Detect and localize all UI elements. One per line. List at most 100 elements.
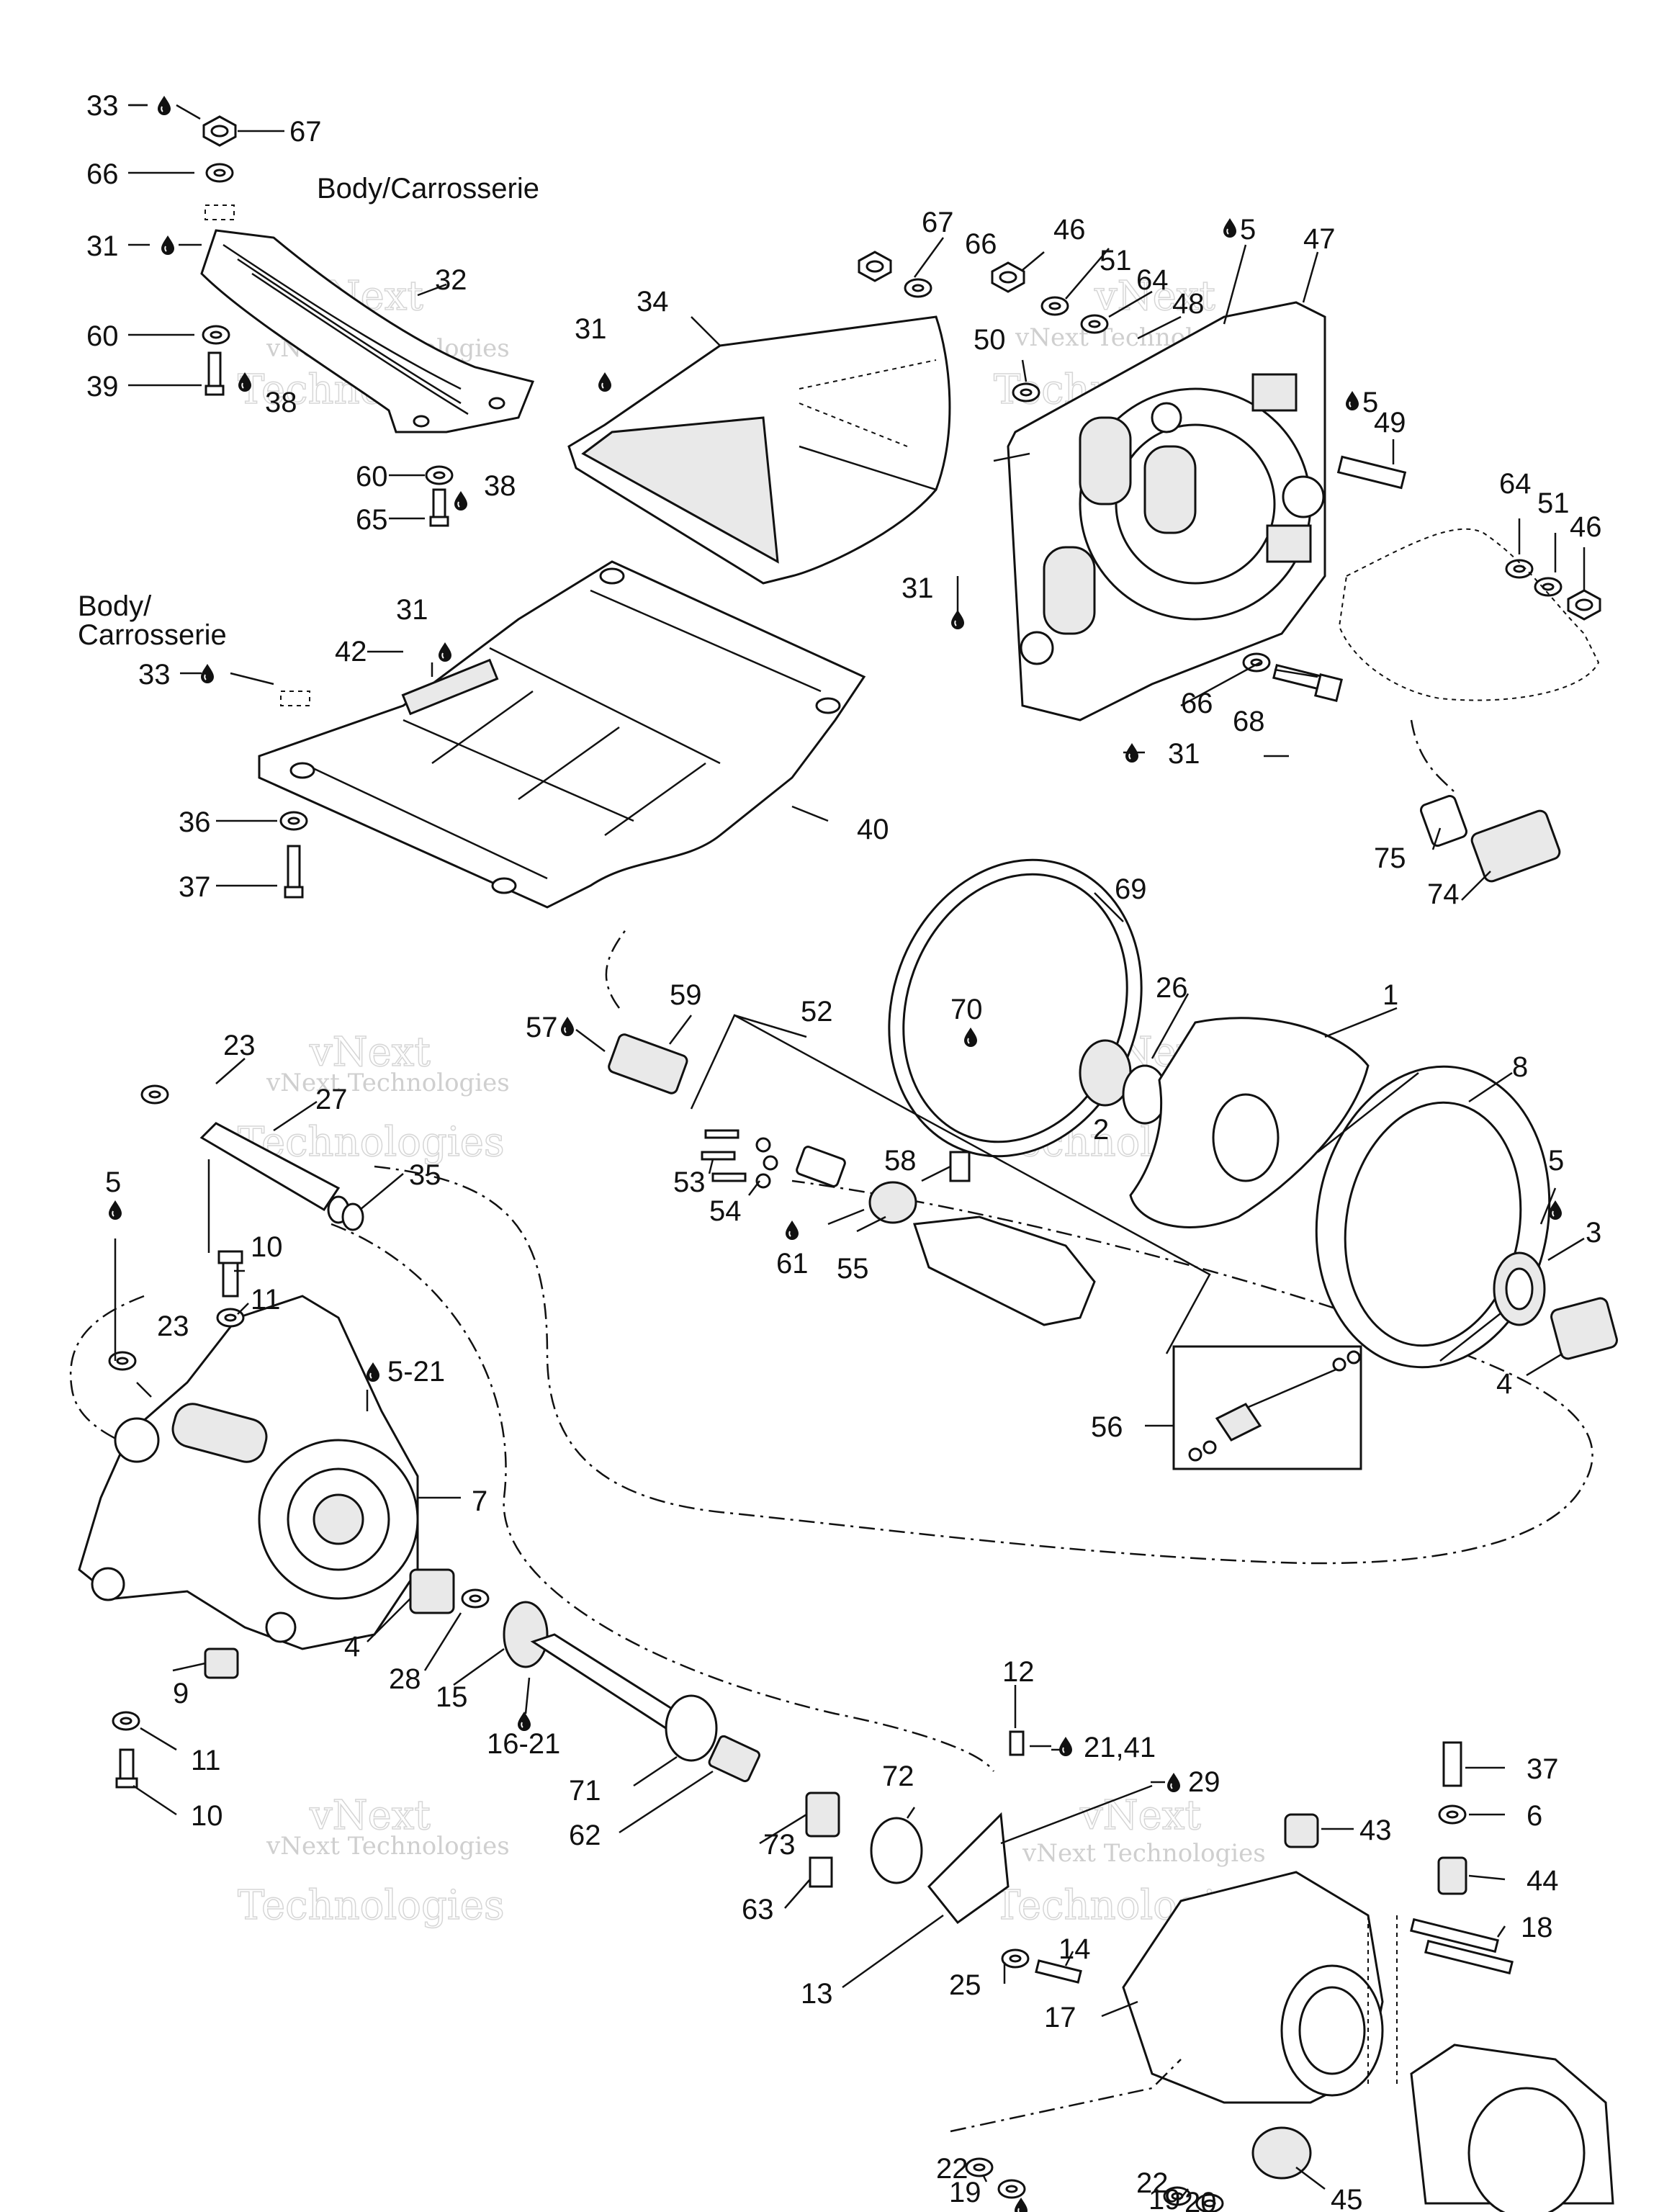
part-number-label: 31	[396, 594, 428, 626]
part-62	[708, 1735, 761, 1783]
assembly-path	[331, 1223, 995, 1772]
part-number-label: 53	[673, 1166, 706, 1198]
part-number-label: 70	[950, 994, 983, 1025]
sleeve-74	[1470, 809, 1561, 883]
orings-35	[327, 1195, 364, 1231]
part-number-label: 74	[1427, 878, 1460, 910]
part-number-label: 66	[1181, 688, 1213, 719]
part-number-label: 50	[974, 324, 1006, 356]
part-number-label: 48	[1172, 288, 1205, 320]
part-number-label: 5	[1548, 1145, 1564, 1177]
pins-18	[1410, 1917, 1514, 1975]
part-number-label: 25	[949, 1969, 981, 2001]
part-number-label: 11	[191, 1745, 221, 1776]
housing-part-47	[993, 301, 1326, 721]
watermark-text: vNext Technologies	[266, 1832, 510, 1861]
assembly-path	[1367, 1915, 1398, 2088]
part-number-label: 46	[1570, 511, 1602, 543]
washer-22	[965, 2157, 994, 2177]
part-number-label: 17	[1044, 2002, 1076, 2033]
part-number-label: 19	[1148, 2184, 1181, 2212]
cover-part-34	[567, 315, 951, 585]
wear-ring-8	[1315, 1065, 1551, 1369]
kit-box-56	[1172, 1345, 1362, 1470]
part-number-label: 60	[86, 320, 119, 352]
body-label: Body/Carrosserie	[317, 173, 539, 204]
assembly-path	[950, 2059, 1182, 2133]
washer-6	[1438, 1804, 1467, 1825]
part-number-label: 31	[86, 230, 119, 262]
hull-outline	[1338, 528, 1600, 701]
part-number-label: 19	[949, 2177, 981, 2208]
seals-54	[755, 1137, 778, 1189]
oil-drop-icon	[950, 609, 965, 630]
seal-15	[503, 1601, 549, 1668]
oring-72	[870, 1817, 923, 1884]
washer-66	[904, 278, 932, 298]
part-number-label: 71	[569, 1775, 601, 1807]
part-number-label: 2	[1093, 1114, 1109, 1146]
part-73	[805, 1791, 840, 1838]
oil-drop-icon	[1166, 1772, 1181, 1793]
part-number-label: 67	[922, 207, 954, 238]
part-number-label: 45	[1331, 2184, 1363, 2212]
pump-support-7	[78, 1295, 419, 1650]
oil-drop-icon	[560, 1016, 575, 1037]
part-number-label: 34	[637, 286, 669, 318]
cap-45	[1251, 2126, 1312, 2180]
part-number-label: 58	[884, 1145, 917, 1177]
body-label: Body/	[78, 590, 152, 622]
nut-46	[1567, 589, 1601, 621]
fitting-75	[1420, 795, 1467, 847]
part-number-label: 36	[179, 806, 211, 838]
part-number-label: 69	[1115, 873, 1147, 905]
part-number-label: 59	[670, 979, 702, 1011]
connector-59	[608, 1033, 688, 1094]
part-number-label: 5	[1240, 214, 1256, 246]
stud-49	[1336, 455, 1407, 490]
part-number-label: 31	[902, 572, 934, 604]
watermark-text: vNext	[1079, 1792, 1201, 1839]
part-number-label: 13	[801, 1978, 833, 2010]
washer-60	[425, 465, 454, 485]
washer-64	[1080, 314, 1109, 334]
part-number-label: 39	[86, 371, 119, 403]
plate-part-40	[258, 560, 866, 909]
part-number-label: 14	[1058, 1933, 1091, 1965]
part-number-label: 38	[484, 470, 516, 502]
screw-37b	[1442, 1741, 1462, 1787]
part-number-label: 72	[882, 1761, 914, 1792]
part-number-label: 65	[356, 504, 388, 536]
oil-drop-icon	[454, 490, 468, 511]
pins-53	[701, 1129, 747, 1182]
spacer-44	[1437, 1856, 1467, 1895]
part-number-label: 49	[1374, 407, 1406, 439]
sensor-body	[912, 1215, 1096, 1326]
shaft-71	[530, 1633, 718, 1762]
part-labels: Body/Carrosserie Body/ Carrosserie 33 67…	[78, 90, 1602, 2212]
set-screw-12	[1009, 1730, 1025, 1756]
part-number-label: 47	[1303, 223, 1336, 255]
watermark-text: vNext	[309, 1029, 431, 1076]
spring-63	[809, 1856, 833, 1888]
washer-23	[108, 1351, 137, 1371]
part-number-label: 15	[436, 1681, 468, 1713]
part-number-label: 40	[857, 814, 889, 845]
watermark-text: vNext Technologies	[1022, 1839, 1266, 1868]
oil-drop-icon	[200, 663, 215, 684]
part-number-label: 11	[251, 1284, 281, 1316]
oil-drop-icon	[1125, 742, 1139, 763]
bracket-part-32	[200, 229, 535, 433]
part-number-label: 60	[356, 461, 388, 493]
plug-43	[1284, 1813, 1319, 1848]
bracket-line	[690, 1014, 1211, 1354]
screw-14	[1035, 1959, 1082, 1984]
part-number-label: 18	[1521, 1912, 1553, 1943]
washer-23	[140, 1084, 169, 1105]
part-number-label: 6	[1527, 1800, 1542, 1832]
part-number-label: 28	[389, 1663, 421, 1695]
screw-10	[217, 1250, 243, 1298]
part-number-label: 33	[138, 659, 171, 691]
part-number-label: 52	[801, 996, 833, 1028]
